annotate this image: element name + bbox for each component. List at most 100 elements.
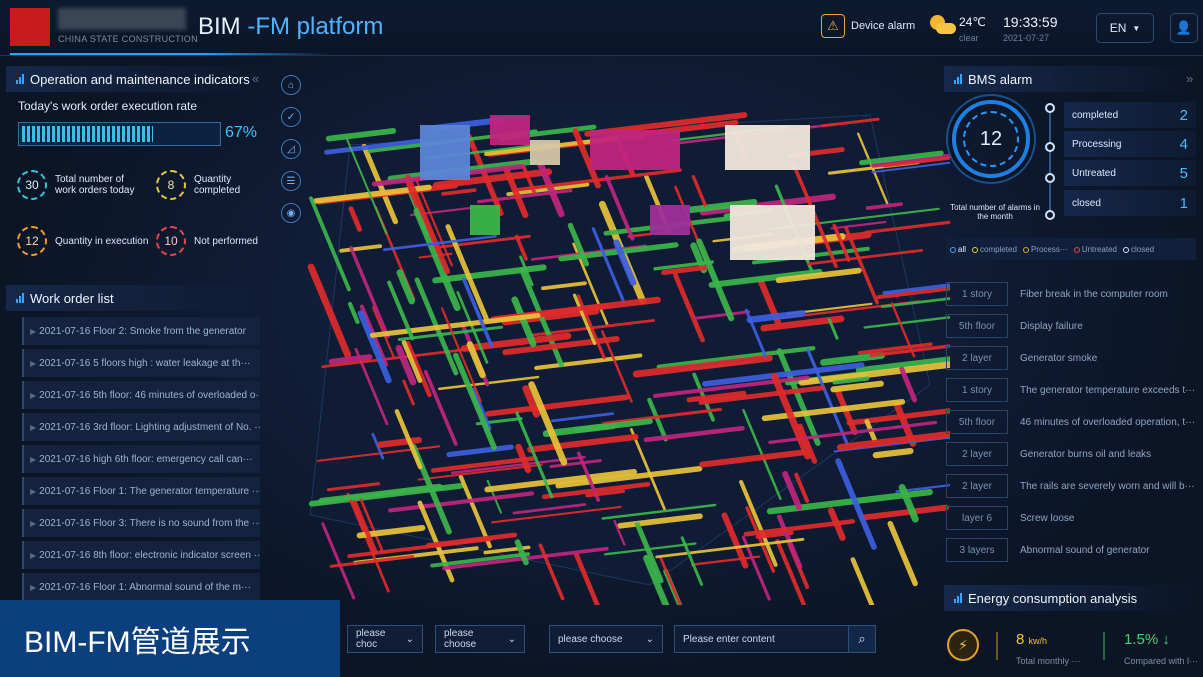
bim-pipe-model-viewport[interactable] xyxy=(270,85,950,605)
language-value: EN xyxy=(1109,21,1127,35)
list-item[interactable]: ▶2021-07-16 Floor 3: There is no sound f… xyxy=(22,509,260,537)
floor-select[interactable]: please choc⌄ xyxy=(347,625,423,653)
app-title-accent: -FM platform xyxy=(247,13,384,40)
pipe-segment xyxy=(345,138,388,235)
list-item[interactable]: ▶2021-07-16 5 floors high : water leakag… xyxy=(22,349,260,377)
chevron-down-icon: ▼ xyxy=(1132,23,1141,33)
pipe-segment xyxy=(871,161,950,174)
list-item[interactable]: ▶2021-07-16 Floor 1: The generator tempe… xyxy=(22,477,260,505)
pipe-segment xyxy=(870,153,950,168)
pipe-segment xyxy=(456,291,489,364)
pipe-segment xyxy=(794,472,810,503)
pipe-segment xyxy=(446,444,514,458)
device-alarm-button[interactable]: ⚠ Device alarm xyxy=(821,14,915,38)
stat-label: Quantity completed xyxy=(194,174,241,196)
status-label: Processing xyxy=(1072,138,1122,150)
category-select[interactable]: please choose⌄ xyxy=(549,625,663,653)
list-item-text: 2021-07-16 8th floor: electronic indicat… xyxy=(39,549,260,561)
pipe-segment xyxy=(388,491,534,513)
pipe-segment xyxy=(574,552,600,605)
list-item[interactable]: ▶2021-07-16 Floor 2: Smoke from the gene… xyxy=(22,317,260,345)
alarm-text: Generator smoke xyxy=(1020,352,1098,364)
pipe-segment xyxy=(466,341,486,379)
pipe-segment xyxy=(797,423,818,464)
pipe-segment xyxy=(458,474,492,549)
pipe-segment xyxy=(696,238,735,322)
pipe-segment xyxy=(739,479,778,567)
pipe-segment xyxy=(602,407,722,426)
alarm-text: The generator temperature exceeds t··· xyxy=(1020,384,1196,396)
equipment-block xyxy=(730,205,815,260)
pipe-segment xyxy=(358,495,384,552)
system-select[interactable]: please choose ⌄ xyxy=(435,625,525,653)
list-icon[interactable]: ☰ xyxy=(281,171,301,191)
alarm-bell-icon: ⚠ xyxy=(821,14,845,38)
pipe-segment xyxy=(776,348,821,446)
pipe-segment xyxy=(690,555,761,566)
user-icon: 👤 xyxy=(1175,20,1193,35)
layers-icon[interactable]: ◉ xyxy=(281,203,301,223)
filter-completed[interactable]: completed xyxy=(972,245,1017,254)
select-value: please choose xyxy=(558,633,623,645)
collapse-left-icon[interactable]: « xyxy=(252,71,260,86)
home-icon[interactable]: ⌂ xyxy=(281,75,301,95)
pipe-segment xyxy=(653,260,714,271)
timeline-dot xyxy=(1045,103,1055,113)
search-button[interactable]: ⌕ xyxy=(848,625,876,653)
pipe-segment xyxy=(527,433,639,453)
measure-icon[interactable]: ◿ xyxy=(281,139,301,159)
filter-processing[interactable]: Process··· xyxy=(1022,245,1068,254)
pipe-segment xyxy=(307,263,352,359)
list-item-text: 2021-07-16 3rd floor: Lighting adjustmen… xyxy=(39,421,260,433)
list-item[interactable]: ▶2021-07-16 high 6th floor: emergency ca… xyxy=(22,445,260,473)
list-item[interactable]: ▶2021-07-16 Floor 1: Abnormal sound of t… xyxy=(22,573,260,601)
user-button[interactable]: 👤 xyxy=(1170,13,1198,43)
chevron-down-icon: ⌄ xyxy=(507,633,516,645)
pipe-segment xyxy=(514,539,529,566)
pipe-segment xyxy=(632,354,773,378)
select-value: please choose xyxy=(444,628,477,650)
pipe-segment xyxy=(844,226,879,305)
logo-subtitle: CHINA STATE CONSTRUCTION xyxy=(58,34,198,44)
filter-untreated[interactable]: Untreated xyxy=(1073,245,1117,254)
filter-closed[interactable]: closed xyxy=(1122,245,1154,254)
language-select[interactable]: EN ▼ xyxy=(1096,13,1154,43)
pipe-segment xyxy=(775,539,807,605)
pipe-segment xyxy=(396,269,416,305)
execution-rate-label: Today's work order execution rate xyxy=(18,99,198,113)
pipe-segment xyxy=(775,267,862,284)
pipe-segment xyxy=(601,503,717,520)
collapse-right-icon[interactable]: » xyxy=(1186,71,1194,86)
pipe-segment xyxy=(698,385,825,405)
pipe-segment xyxy=(859,150,944,166)
pipe-segment xyxy=(687,198,758,214)
stat-ring: 12 xyxy=(17,226,47,256)
filter-all[interactable]: all xyxy=(950,245,966,254)
list-item[interactable]: ▶2021-07-16 3rd floor: Lighting adjustme… xyxy=(22,413,260,441)
status-label: Untreated xyxy=(1072,167,1116,179)
pipe-segment xyxy=(846,408,950,426)
timeline-dot xyxy=(1045,210,1055,220)
pipe-segment xyxy=(377,436,422,448)
pipe-segment xyxy=(485,394,630,417)
list-item[interactable]: ▶2021-07-16 5th floor: 46 minutes of ove… xyxy=(22,381,260,409)
check-icon[interactable]: ✓ xyxy=(281,107,301,127)
search-input[interactable]: Please enter content xyxy=(674,625,850,653)
pipe-segment xyxy=(865,202,903,210)
alarm-text: Generator burns oil and leaks xyxy=(1020,448,1152,460)
list-item[interactable]: ▶2021-07-16 8th floor: electronic indica… xyxy=(22,541,260,569)
